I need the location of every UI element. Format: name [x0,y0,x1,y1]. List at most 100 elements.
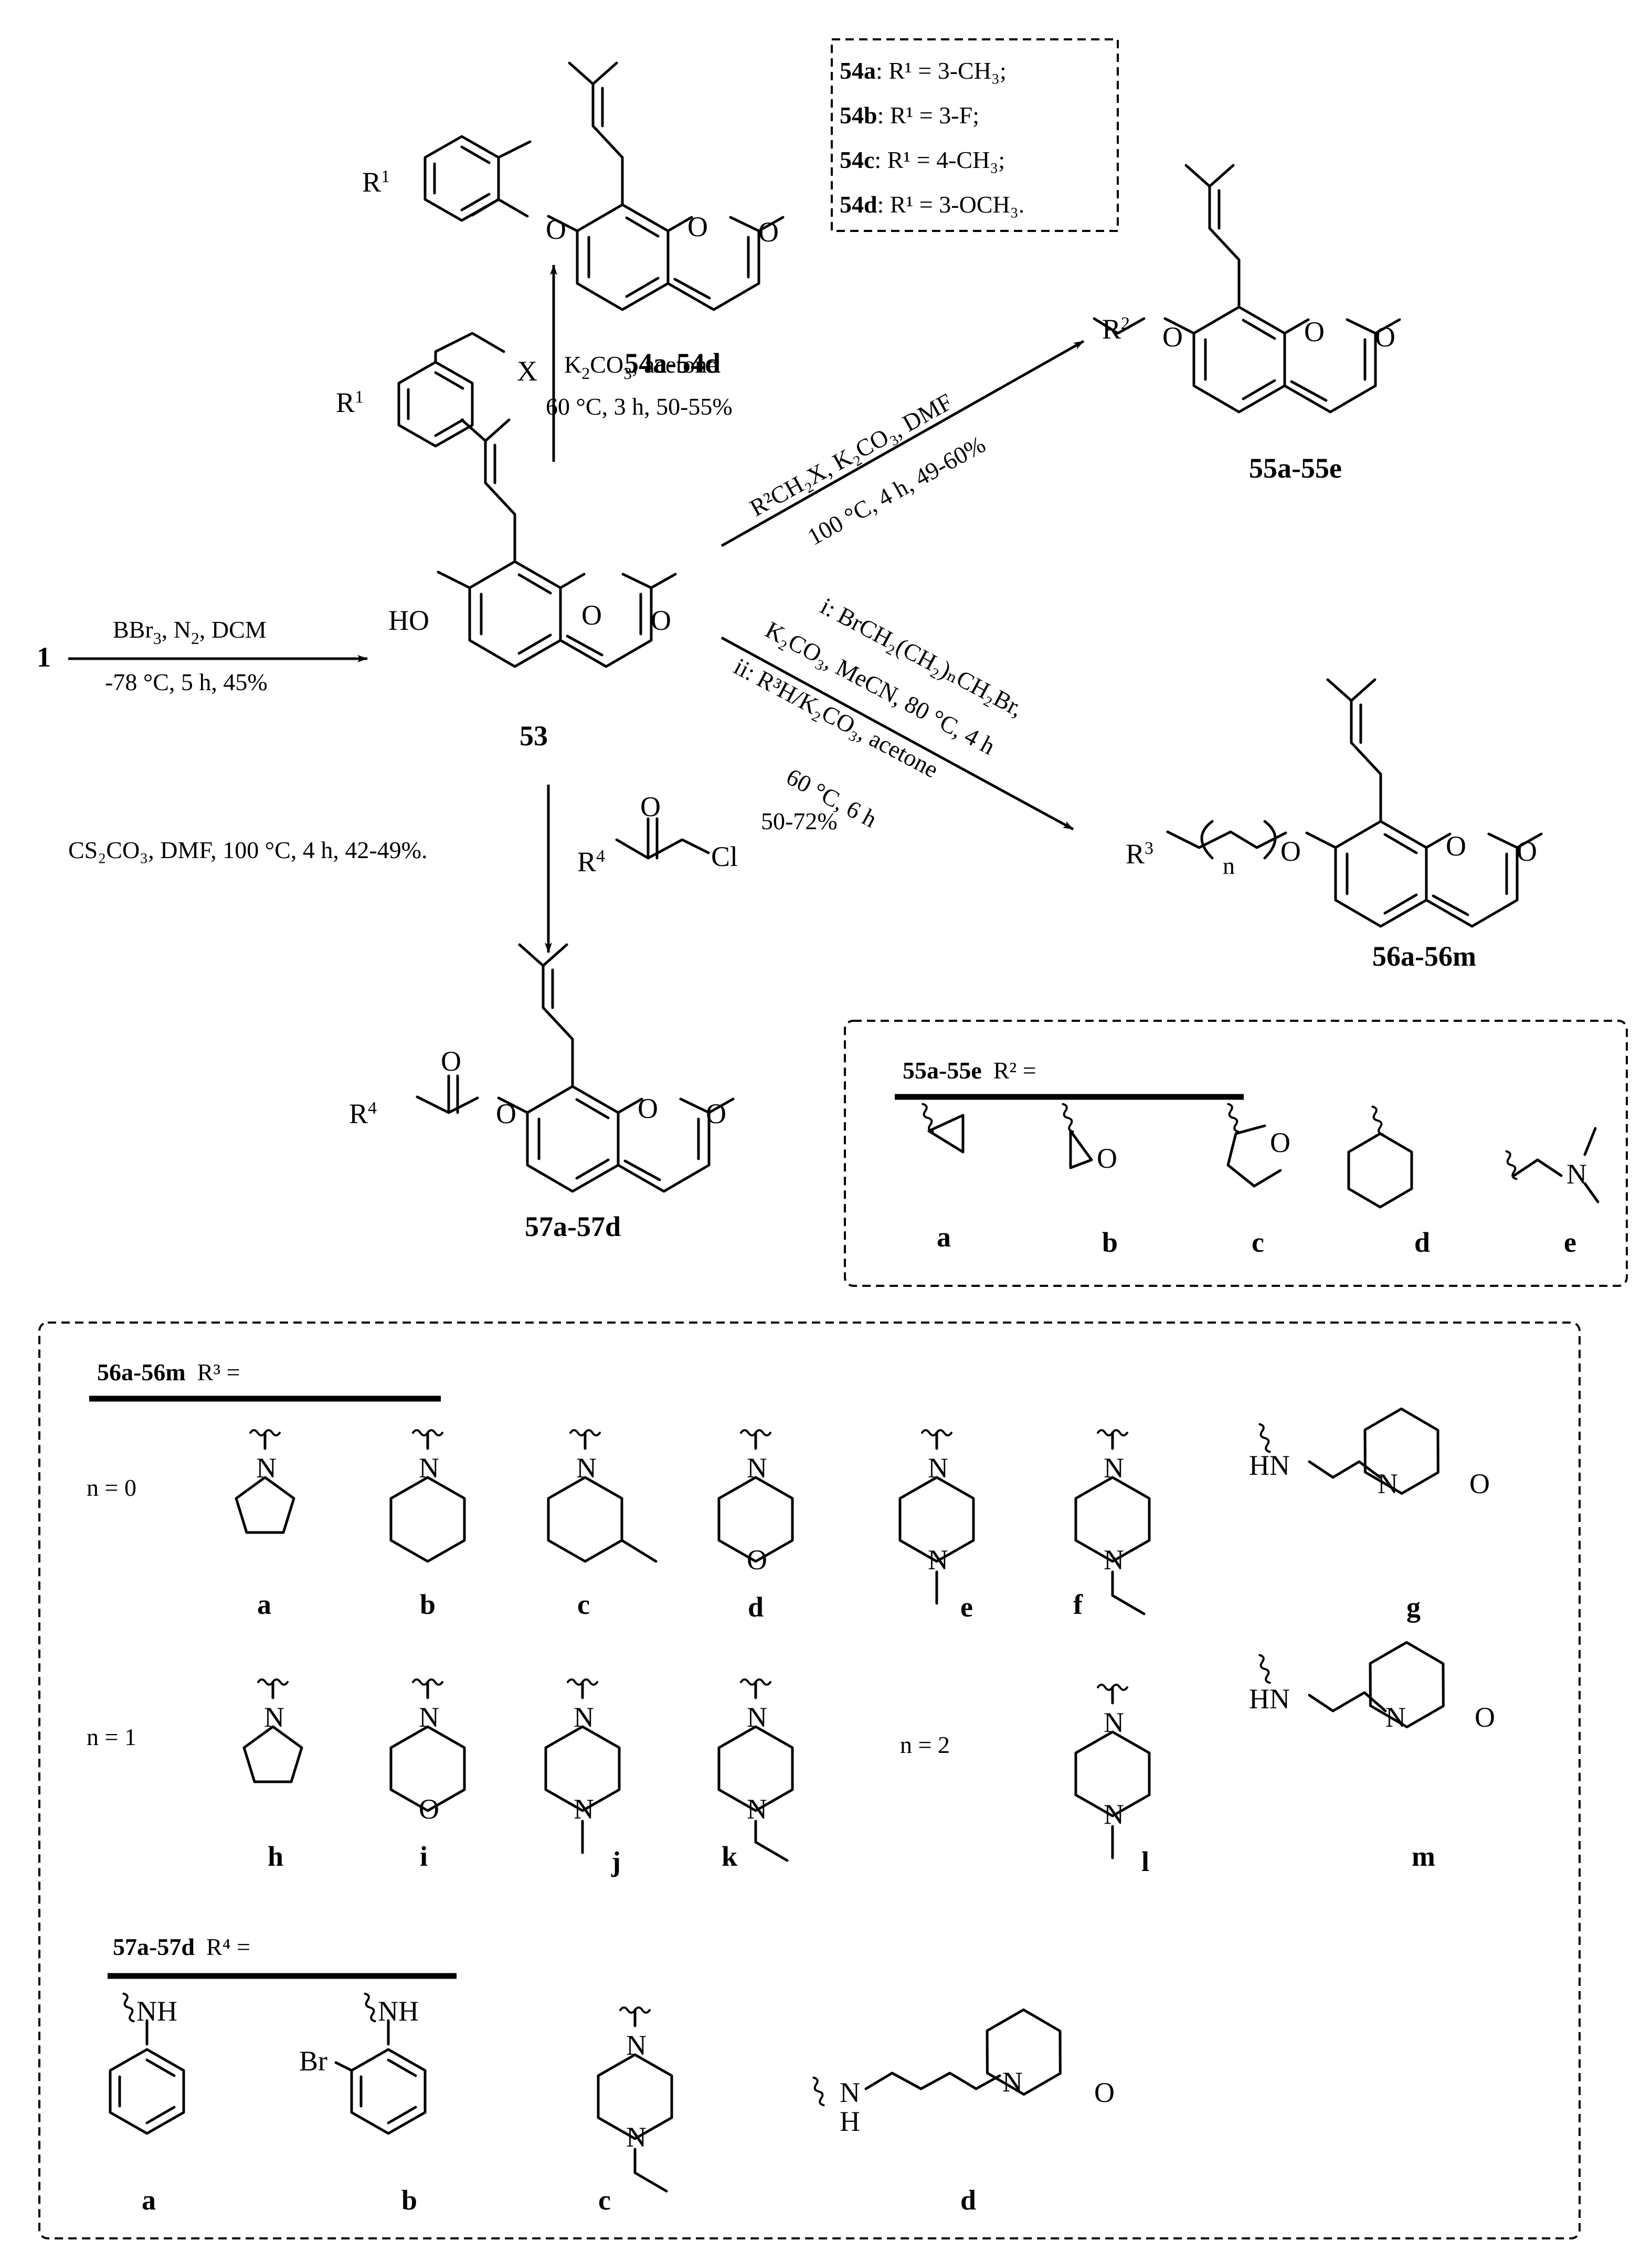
compound-label-53: 53 [520,720,548,752]
benzyl-ring-54 [425,136,499,220]
r4-morpholinopropylamino-d [810,1999,1078,2108]
reagent-bbr3: BBr3, N2, DCM [113,616,267,648]
box56-label-a: a [257,1589,271,1620]
box57-label-b: b [401,2184,417,2216]
ring-oxygen-56: O [1446,830,1466,862]
r3-d-oxygen: O [747,1544,767,1576]
r4-d-h: H [840,2106,860,2137]
r3-m-nitrogen: N [1385,1701,1406,1733]
r4-d-oxygen: O [1094,2077,1115,2108]
r4-d-nitrogen: N [1002,2066,1023,2098]
r2-amine-nitrogen: N [1566,1158,1587,1190]
r4-c-nitrogen-1: N [626,2030,647,2061]
box55-label-b: b [1102,1227,1118,1258]
box56-label-m: m [1412,1841,1435,1872]
box56-label-e: e [960,1591,973,1623]
ring-oxygen-55: O [1304,316,1325,347]
box57-label-d: d [960,2184,976,2216]
ring-oxygen-57: O [638,1093,658,1124]
substituent-box-56-57 [38,1322,1581,2239]
benzyl-halide-reagent [399,332,505,446]
benzyl-link [497,140,532,159]
n-equals-2: n = 2 [900,1731,950,1758]
box56-label-d: d [748,1591,764,1623]
ether-oxygen-56: O [1280,836,1301,867]
n-equals-0: n = 0 [87,1474,136,1501]
r3-methylpiperazinyl-e [900,1429,973,1605]
r3-methylpiperazinyl-j [546,1678,619,1854]
r3-f-nitrogen-4: N [1104,1544,1124,1576]
r4-c-nitrogen-4: N [626,2121,647,2153]
r3-g-nitrogen: N [1378,1468,1398,1499]
box57-label-a: a [142,2184,156,2216]
r3-piperidinyl-b [391,1429,464,1561]
box57-label-c: c [598,2184,611,2216]
box55-label-d: d [1414,1227,1430,1258]
r3-morpholinoethylamino-g [1256,1398,1456,1504]
compound-label-56: 56a-56m [1372,940,1476,972]
compound-57 [416,945,733,1191]
r2-dimethylaminomethyl [1502,1127,1600,1203]
r3-i-oxygen: O [419,1793,439,1825]
carbonyl-oxygen-56: O [1517,836,1537,867]
r2-label-55: R2 [1102,313,1130,345]
r4-b-br: Br [299,2045,327,2077]
ring-oxygen-53: O [581,599,602,631]
box56-label-b: b [420,1589,436,1620]
r3-morpholinyl-d [719,1429,792,1561]
ring-oxygen-54: O [687,211,708,242]
r3-g-hn: HN [1249,1450,1290,1481]
compound-label-1: 1 [37,641,51,673]
box54-item-a: 54a: R¹ = 3-CH₃; [840,57,1007,84]
box54-item-c: 54c: R¹ = 4-CH₃; [840,146,1005,173]
r3-label-56: R3 [1126,838,1153,870]
conditions-57: CS₂CO₃, DMF, 100 °C, 4 h, 42-49%. [68,837,427,863]
r4-anilino-a [110,1991,184,2133]
ether-oxygen-55: O [1162,321,1183,353]
r3-l-nitrogen-4: N [1104,1799,1124,1830]
r4-b-nh: NH [378,1995,419,2027]
compound-53 [437,420,675,667]
r3-l-nitrogen-1: N [1104,1707,1124,1738]
conditions-54: 60 °C, 3 h, 50-55% [546,393,733,420]
box55-label-c: c [1252,1227,1264,1258]
chloroacetyl-reagent [615,817,710,860]
r3-morpholinoethylamino-m [1256,1632,1462,1737]
r3-f-nitrogen-1: N [1104,1452,1124,1484]
r3-m-oxygen: O [1475,1701,1495,1733]
r3-k-nitrogen-1: N [747,1701,767,1733]
r2-thf-oxygen: O [1270,1127,1290,1158]
r4-bromoanilino-b [334,1991,425,2133]
r3-e-nitrogen-4: N [928,1544,948,1576]
r3-b-nitrogen: N [419,1452,439,1484]
hydroxyl-label: HO [388,605,429,636]
yield-56: 50-72% [761,808,838,834]
r1-label-54: R1 [362,166,390,198]
r2-cyclopropyl [919,1102,965,1154]
box56-label-f: f [1073,1589,1083,1620]
compound-55 [1093,165,1400,412]
conditions-55: 100 °C, 4 h, 49-60% [803,431,990,551]
conditions-53: -78 °C, 5 h, 45% [105,669,268,695]
substituent-box-55 [844,1020,1628,1287]
r4-label-reagent: R4 [577,846,605,878]
arrow-53-to-56 [721,636,1074,831]
carbonyl-oxygen-57b: O [706,1098,726,1129]
reagent-cl: Cl [711,841,738,872]
n-equals-1: n = 1 [87,1724,136,1750]
reagent-carbonyl-oxygen: O [640,791,661,822]
compound-label-57: 57a-57d [525,1211,621,1242]
compound-54 [471,63,783,310]
r4-d-n: N [840,2077,860,2108]
r2-oxiranyl [1059,1102,1093,1169]
r4-ethylpiperazinyl-c [598,2006,672,2193]
box56-label-j: j [611,1846,621,1877]
r3-morpholinyl-i [391,1678,464,1811]
r3-m-hn: HN [1249,1683,1290,1715]
box55-label-e: e [1564,1227,1576,1258]
reagent-k2co3: K2CO3, acetone [564,351,718,383]
